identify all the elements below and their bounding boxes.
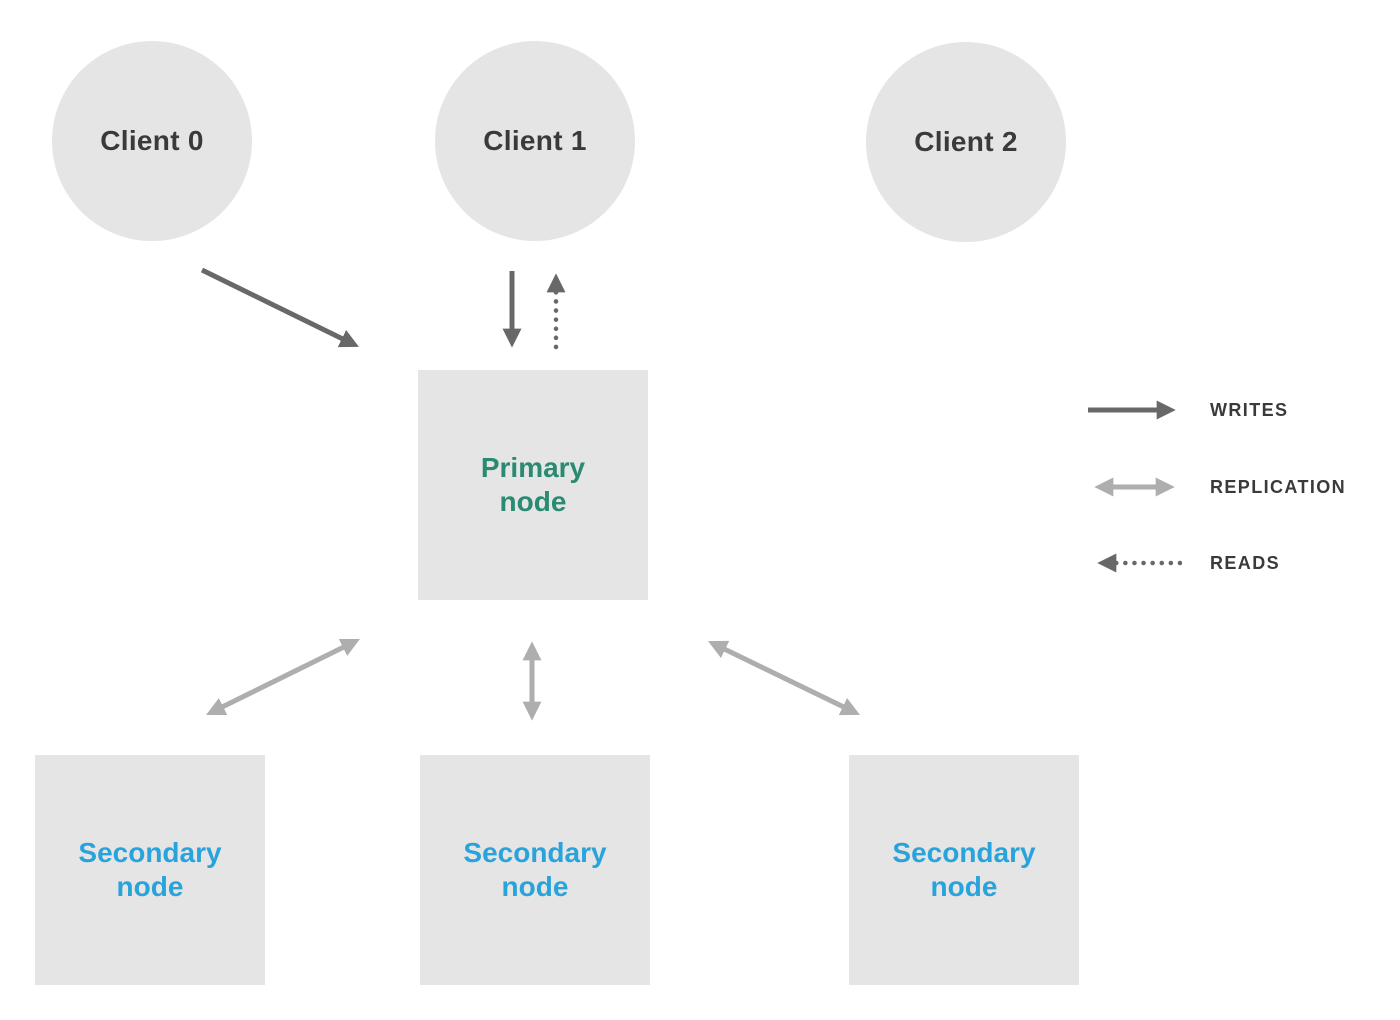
legend-writes-label: WRITES — [1210, 399, 1289, 420]
client-0-label: Client 0 — [100, 125, 204, 156]
secondary-node-label: Secondary node — [463, 836, 607, 902]
legend-item-replication: REPLICATION — [1087, 474, 1346, 500]
secondary-node-0: Secondary node — [35, 755, 265, 985]
replication-arrow-icon — [1094, 477, 1175, 497]
writes-arrow-client0-to-primary — [200, 267, 359, 348]
secondary-node-label: Secondary node — [78, 836, 222, 902]
replication-arrow-primary-secondary-right — [708, 640, 860, 716]
legend-item-writes: WRITES — [1087, 397, 1288, 423]
legend-reads-label: READS — [1210, 552, 1281, 573]
client-2-node: Client 2 — [866, 42, 1066, 242]
replication-arrow-primary-secondary-left — [206, 638, 360, 716]
primary-node: Primary node — [418, 370, 648, 600]
primary-node-label: Primary node — [480, 451, 586, 517]
secondary-node-1: Secondary node — [420, 755, 650, 985]
client-2-label: Client 2 — [914, 126, 1018, 157]
client-0-node: Client 0 — [52, 41, 252, 241]
reads-arrow-icon — [1097, 553, 1182, 573]
secondary-node-2: Secondary node — [849, 755, 1079, 985]
legend-replication-label: REPLICATION — [1210, 476, 1347, 497]
secondary-node-label: Secondary node — [892, 836, 1036, 902]
legend-item-reads: READS — [1087, 550, 1280, 576]
client-1-node: Client 1 — [435, 41, 635, 241]
writes-arrow-icon — [1088, 400, 1176, 420]
client-1-label: Client 1 — [483, 125, 587, 156]
